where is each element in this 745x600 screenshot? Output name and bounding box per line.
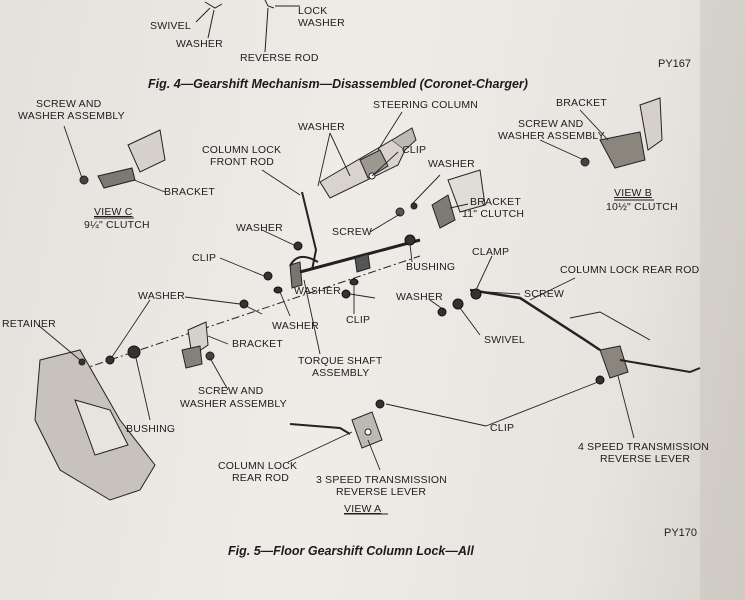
label-bracket-view-b: BRACKET xyxy=(556,97,607,109)
fig4-label-lock-washer: WASHER xyxy=(298,17,345,29)
fig5-caption: Fig. 5—Floor Gearshift Column Lock—All xyxy=(228,544,474,558)
label-clip-bottom: CLIP xyxy=(490,422,515,434)
label-view-c: VIEW C xyxy=(94,206,133,218)
label-washer-assembly-b: WASHER ASSEMBLY xyxy=(498,130,605,142)
four-speed-lever-part xyxy=(569,311,701,379)
transmission-housing-part xyxy=(34,349,156,501)
label-torque-shaft: TORQUE SHAFT xyxy=(298,355,383,367)
view-a-parts xyxy=(289,411,383,449)
bracket-view-c-part xyxy=(79,129,166,189)
label-screw-mid: SCREW xyxy=(332,226,373,238)
fig5-code: PY170 xyxy=(664,527,698,539)
label-steering-column: STEERING COLUMN xyxy=(373,99,479,111)
washer-part xyxy=(263,271,273,281)
label-4-speed: 4 SPEED TRANSMISSION xyxy=(578,441,710,453)
label-column-lock-rear-rod-top: COLUMN LOCK REAR ROD xyxy=(560,264,700,276)
label-view-a: VIEW A xyxy=(344,503,382,515)
label-rear-rod: REAR ROD xyxy=(232,472,290,484)
label-torque-shaft-assembly: ASSEMBLY xyxy=(312,367,370,379)
label-clip-top: CLIP xyxy=(402,144,427,156)
label-4-speed-lever: REVERSE LEVER xyxy=(600,453,691,465)
label-bracket-11: BRACKET xyxy=(470,196,521,208)
washer-part xyxy=(341,289,351,299)
small-hardware-parts xyxy=(105,234,605,409)
view-underlines xyxy=(94,199,654,515)
bracket-11-clutch-part xyxy=(395,169,486,229)
bushing-part xyxy=(127,345,141,359)
bracket-view-b-part xyxy=(580,97,663,169)
label-washer-lower-left: WASHER xyxy=(138,290,185,302)
label-washer-right: WASHER xyxy=(396,291,443,303)
fig4-swivel-part xyxy=(204,1,223,9)
page-edge-shadow xyxy=(700,0,745,600)
fig4-lockwasher-part xyxy=(264,0,275,9)
label-washer-top: WASHER xyxy=(298,121,345,133)
label-screw-and-low: SCREW AND xyxy=(198,385,264,397)
label-clip-left: CLIP xyxy=(192,252,217,264)
washer-part xyxy=(437,307,447,317)
washer-part xyxy=(273,286,283,294)
label-11-clutch: 11" CLUTCH xyxy=(462,208,525,220)
label-column-lock-rear: COLUMN LOCK xyxy=(218,460,298,472)
bracket-lower-part xyxy=(181,321,215,369)
fig4-label-lock: LOCK xyxy=(298,5,328,17)
leader-lines xyxy=(37,109,635,471)
label-clamp: CLAMP xyxy=(472,246,510,258)
fig4-caption: Fig. 4—Gearshift Mechanism—Disassembled … xyxy=(148,77,528,91)
label-3-speed: 3 SPEED TRANSMISSION xyxy=(316,474,448,486)
clip-part xyxy=(375,399,385,409)
clip-part xyxy=(595,375,605,385)
column-lock-front-rod-part xyxy=(301,191,318,271)
label-bracket-view-c: BRACKET xyxy=(164,186,215,198)
label-screw-and-b: SCREW AND xyxy=(518,118,584,130)
clamp-part xyxy=(470,288,482,300)
label-front-rod: FRONT ROD xyxy=(210,156,275,168)
label-washer-center: WASHER xyxy=(294,285,341,297)
label-view-c-sub: 9¼" CLUTCH xyxy=(84,219,150,231)
fig4-partial-drawing xyxy=(195,0,300,53)
clip-part xyxy=(349,278,359,286)
label-column-lock: COLUMN LOCK xyxy=(202,144,282,156)
label-screw-and: SCREW AND xyxy=(36,98,102,110)
label-washer-mid: WASHER xyxy=(428,158,475,170)
steering-column-part xyxy=(319,127,417,199)
label-3-speed-lever: REVERSE LEVER xyxy=(336,486,427,498)
label-bracket-lower: BRACKET xyxy=(232,338,283,350)
label-clip-center: CLIP xyxy=(346,314,371,326)
label-screw-right: SCREW xyxy=(524,288,565,300)
label-washer-left: WASHER xyxy=(236,222,283,234)
label-view-b-sub: 10½" CLUTCH xyxy=(606,201,678,213)
washer-part xyxy=(105,355,115,365)
fig4-label-swivel: SWIVEL xyxy=(150,20,191,32)
label-view-b: VIEW B xyxy=(614,187,652,199)
fig4-label-reverse-rod: REVERSE ROD xyxy=(240,52,319,64)
bushing-part xyxy=(404,234,416,246)
column-lock-rear-rod-part xyxy=(469,288,601,352)
label-washer-lower-mid: WASHER xyxy=(272,320,319,332)
washer-part xyxy=(293,241,303,251)
label-swivel: SWIVEL xyxy=(484,334,525,346)
label-bushing-right: BUSHING xyxy=(406,261,456,273)
fig4-code: PY167 xyxy=(658,58,692,70)
label-washer-assembly: WASHER ASSEMBLY xyxy=(18,110,125,122)
swivel-part xyxy=(452,298,464,310)
torque-shaft-part xyxy=(289,238,421,289)
label-washer-assembly-low: WASHER ASSEMBLY xyxy=(180,398,287,410)
fig4-label-washer: WASHER xyxy=(176,38,223,50)
label-retainer: RETAINER xyxy=(2,318,56,330)
label-bushing-lower: BUSHING xyxy=(126,423,176,435)
